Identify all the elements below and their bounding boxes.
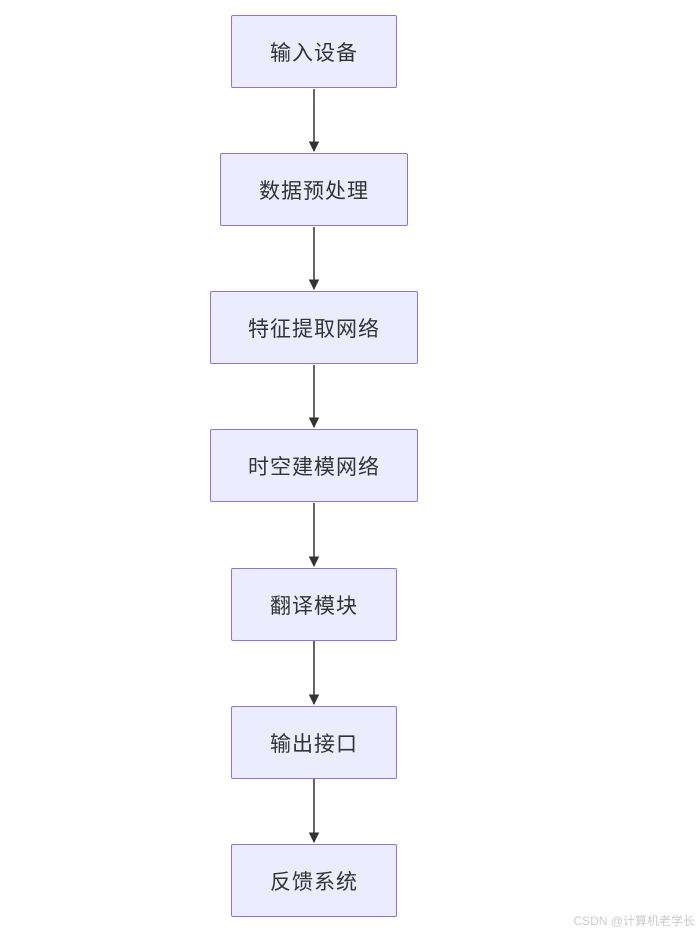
node-label: 翻译模块 (270, 594, 358, 618)
flow-node-feedback-system[interactable]: 反馈系统 (231, 844, 397, 917)
flow-node-spatiotemporal-modeling-network[interactable]: 时空建模网络 (210, 429, 418, 502)
node-label: 输入设备 (270, 41, 358, 65)
node-label: 输出接口 (270, 732, 358, 756)
node-label: 时空建模网络 (248, 455, 380, 479)
flow-node-output-interface[interactable]: 输出接口 (231, 706, 397, 779)
flow-node-feature-extraction-network[interactable]: 特征提取网络 (210, 291, 418, 364)
node-label: 特征提取网络 (248, 317, 380, 341)
node-label: 反馈系统 (270, 870, 358, 894)
flow-node-data-preprocessing[interactable]: 数据预处理 (220, 153, 408, 226)
flow-node-input-device[interactable]: 输入设备 (231, 15, 397, 88)
csdn-watermark: CSDN @计算机老学长 (573, 914, 695, 928)
node-label: 数据预处理 (259, 179, 369, 203)
flow-node-translation-module[interactable]: 翻译模块 (231, 568, 397, 641)
